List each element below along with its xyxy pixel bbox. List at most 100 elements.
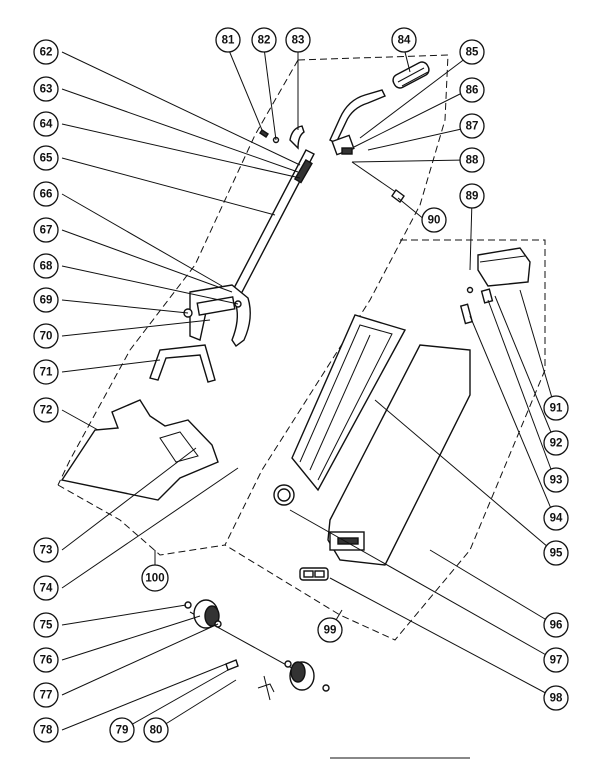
callout-number: 76 bbox=[40, 655, 53, 667]
callout-77: 77 bbox=[33, 682, 59, 708]
callout-66: 66 bbox=[33, 181, 59, 207]
callout-number: 92 bbox=[550, 438, 563, 450]
callout-circle bbox=[459, 77, 485, 103]
callout-92: 92 bbox=[543, 430, 569, 456]
callout-circle bbox=[33, 287, 59, 313]
callout-78: 78 bbox=[33, 717, 59, 743]
callout-circle bbox=[33, 575, 59, 601]
callout-number: 65 bbox=[40, 153, 53, 165]
callout-number: 85 bbox=[466, 47, 479, 59]
callout-number: 83 bbox=[292, 35, 305, 47]
callout-circle bbox=[33, 359, 59, 385]
callout-number: 78 bbox=[40, 725, 53, 737]
callout-circle bbox=[33, 111, 59, 137]
callout-circle bbox=[459, 113, 485, 139]
callout-71: 71 bbox=[33, 359, 59, 385]
callout-82: 82 bbox=[251, 27, 277, 53]
callout-circle bbox=[33, 217, 59, 243]
callout-number: 77 bbox=[40, 690, 53, 702]
callout-number: 69 bbox=[40, 295, 53, 307]
callout-number: 64 bbox=[40, 119, 53, 131]
callout-number: 75 bbox=[40, 620, 53, 632]
callout-90: 90 bbox=[421, 207, 447, 233]
callout-circle bbox=[141, 564, 169, 592]
callout-number: 86 bbox=[466, 85, 479, 97]
callout-94: 94 bbox=[543, 505, 569, 531]
callout-number: 74 bbox=[40, 583, 53, 595]
callout-69: 69 bbox=[33, 287, 59, 313]
callout-circle bbox=[421, 207, 447, 233]
callout-circle bbox=[459, 147, 485, 173]
callout-circle bbox=[33, 145, 59, 171]
callout-circle bbox=[543, 647, 569, 673]
callout-number: 68 bbox=[40, 261, 53, 273]
callout-circle bbox=[459, 39, 485, 65]
callout-circle bbox=[33, 647, 59, 673]
callout-number: 98 bbox=[550, 693, 563, 705]
callout-circle bbox=[33, 323, 59, 349]
callout-number: 71 bbox=[40, 367, 53, 379]
callout-74: 74 bbox=[33, 575, 59, 601]
callout-87: 87 bbox=[459, 113, 485, 139]
callout-circle bbox=[33, 612, 59, 638]
callout-circle bbox=[143, 717, 169, 743]
callout-circle bbox=[215, 27, 241, 53]
callout-93: 93 bbox=[543, 467, 569, 493]
callout-73: 73 bbox=[33, 537, 59, 563]
callout-circle bbox=[543, 505, 569, 531]
callout-number: 79 bbox=[116, 725, 129, 737]
callout-91: 91 bbox=[543, 395, 569, 421]
callout-circle bbox=[543, 540, 569, 566]
callout-83: 83 bbox=[285, 27, 311, 53]
callout-number: 88 bbox=[466, 155, 479, 167]
wheel-axle-assembly bbox=[184, 599, 330, 701]
callout-67: 67 bbox=[33, 217, 59, 243]
callout-number: 90 bbox=[428, 215, 441, 227]
callout-85: 85 bbox=[459, 39, 485, 65]
callout-circle bbox=[33, 682, 59, 708]
callout-circle bbox=[543, 467, 569, 493]
callout-76: 76 bbox=[33, 647, 59, 673]
callout-62: 62 bbox=[33, 39, 59, 65]
callout-81: 81 bbox=[215, 27, 241, 53]
callout-circle bbox=[543, 395, 569, 421]
callout-circle bbox=[251, 27, 277, 53]
handle-assembly bbox=[60, 61, 430, 501]
callout-circle bbox=[285, 27, 311, 53]
callout-circle bbox=[33, 537, 59, 563]
callout-75: 75 bbox=[33, 612, 59, 638]
callout-circle bbox=[317, 617, 343, 643]
callout-number: 80 bbox=[150, 725, 163, 737]
callout-72: 72 bbox=[33, 397, 59, 423]
assembly-boundaries bbox=[57, 54, 546, 641]
callout-88: 88 bbox=[459, 147, 485, 173]
callout-number: 89 bbox=[466, 191, 479, 203]
callout-79: 79 bbox=[109, 717, 135, 743]
callout-number: 84 bbox=[398, 35, 411, 47]
callout-circle bbox=[33, 397, 59, 423]
callout-number: 81 bbox=[222, 35, 235, 47]
callout-number: 96 bbox=[550, 620, 563, 632]
callout-circle bbox=[391, 27, 417, 53]
callout-99: 99 bbox=[317, 617, 343, 643]
callout-number: 66 bbox=[40, 189, 53, 201]
callout-circle bbox=[109, 717, 135, 743]
callout-number: 70 bbox=[40, 331, 53, 343]
callout-80: 80 bbox=[143, 717, 169, 743]
callout-100: 100 bbox=[141, 564, 169, 592]
callout-84: 84 bbox=[391, 27, 417, 53]
callout-circle bbox=[459, 183, 485, 209]
callout-68: 68 bbox=[33, 253, 59, 279]
callout-circle bbox=[33, 39, 59, 65]
callout-number: 67 bbox=[40, 225, 53, 237]
callout-number: 94 bbox=[550, 513, 563, 525]
callout-number: 87 bbox=[466, 121, 479, 133]
callout-70: 70 bbox=[33, 323, 59, 349]
callout-circle bbox=[33, 253, 59, 279]
callout-number: 99 bbox=[324, 625, 337, 637]
callout-number: 62 bbox=[40, 47, 53, 59]
callout-number: 93 bbox=[550, 475, 563, 487]
callout-number: 95 bbox=[550, 548, 563, 560]
